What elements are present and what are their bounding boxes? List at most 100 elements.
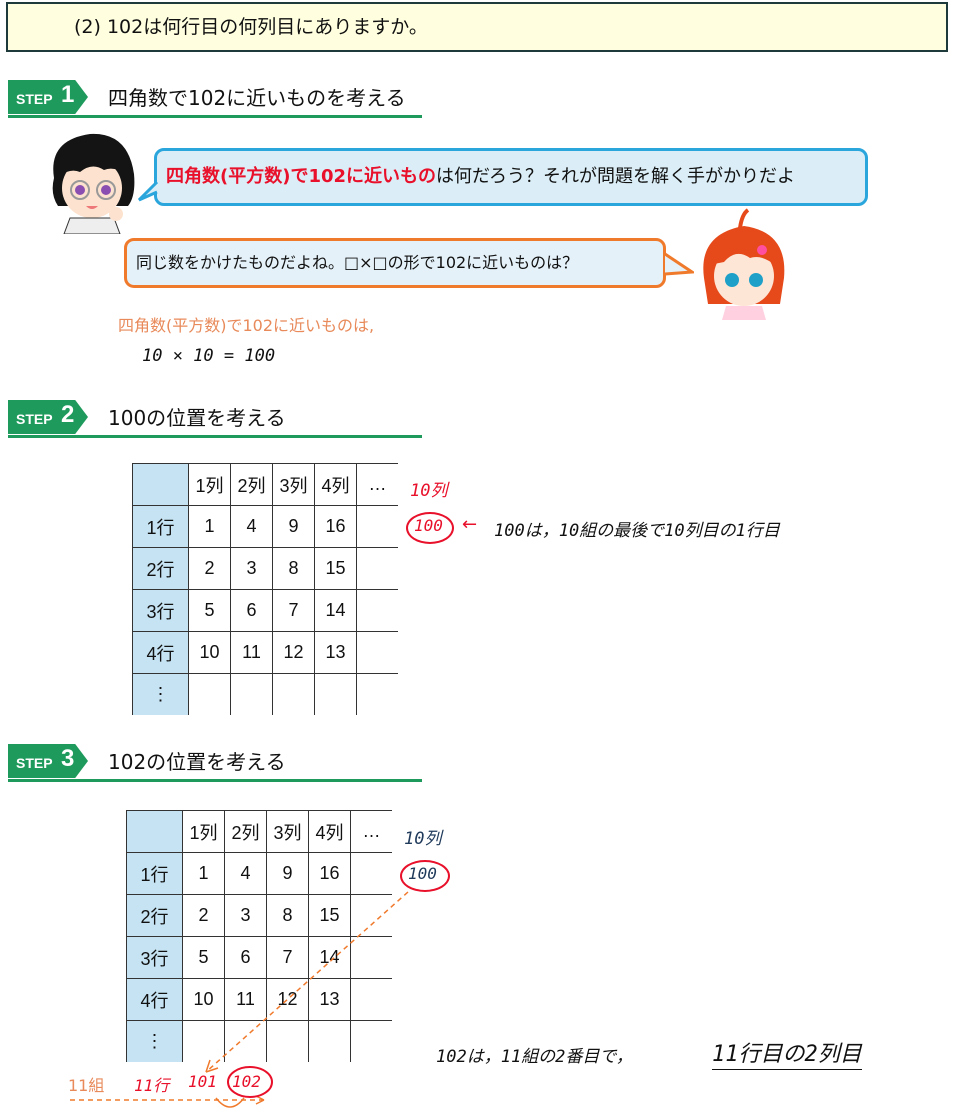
table-cell: 15 [308,894,351,937]
table-cell: 6 [224,936,267,979]
row-header: 2行 [126,894,183,937]
conclusion-text: 102は，11組の2番目で， [436,1047,633,1067]
col-header: … [350,810,392,853]
bubble2-text: 同じ数をかけたものだよね。□×□の形で102に近いものは？ [136,253,579,272]
value-101: 101 [188,1072,217,1091]
table-cell: 14 [314,589,357,632]
table-cell: 4 [230,505,273,548]
table-cell: 11 [224,978,267,1021]
table-cell [314,673,357,715]
girl-avatar-icon [703,208,785,320]
group-11-label: 11組 [68,1076,105,1095]
step-word: STEP [16,755,53,771]
table-cell: 13 [314,631,357,674]
table-corner [126,810,183,853]
circle-100-mark [406,512,454,544]
table-cell: 8 [266,894,309,937]
equation-10x10: 10 × 10 = 100 [142,346,276,366]
bubble1-highlight: 四角数(平方数)で102に近いもの [166,166,437,187]
number-table-step2: 1列 2列 3列 4列 … 1行 1 4 9 16 2行 2 3 8 15 3行… [132,463,398,715]
table-cell: 5 [182,936,225,979]
step-underline [8,435,422,438]
step3-title: 102の位置を考える [108,750,286,774]
table-cell [356,547,398,590]
number-table-step3: 1列 2列 3列 4列 … 1行 1 4 9 16 2行 2 3 8 15 3行… [126,810,392,1062]
row-header: 4行 [126,978,183,1021]
step1-tag: STEP 1 [8,80,88,114]
table-corner [132,463,189,506]
step2-note: 100は，10組の最後で10列目の1行目 [494,521,780,541]
step1-title: 四角数で102に近いものを考える [108,86,406,110]
table-cell: 13 [308,978,351,1021]
table-cell [356,673,398,715]
step3-col10-label: 10列 [404,829,442,849]
step-word: STEP [16,411,53,427]
table-cell: 9 [272,505,315,548]
note-squares: 四角数(平方数)で102に近いものは, [118,316,375,335]
table-cell: 15 [314,547,357,590]
step-underline [8,779,422,782]
step-number: 1 [61,81,75,108]
table-cell [182,1020,225,1062]
conclusion-answer: 11行目の2列目 [712,1036,862,1070]
col-header: 2列 [224,810,267,853]
speech-bubble-boy: 四角数(平方数)で102に近いものは何だろう？それが問題を解く手がかりだよ [154,148,868,206]
step2-col10-label: 10列 [410,481,448,501]
table-cell: 3 [224,894,267,937]
table-cell [350,978,392,1021]
step-number: 2 [61,401,75,428]
step2-value-100: 100 [414,516,443,535]
table-cell: 4 [224,852,267,895]
bubble2-tail-icon [664,252,694,276]
row-header: 3行 [132,589,189,632]
col-header: 1列 [182,810,225,853]
table-cell: 8 [272,547,315,590]
left-arrow-icon: ← [462,514,478,535]
table-cell [224,1020,267,1062]
table-cell [350,936,392,979]
step2-title: 100の位置を考える [108,406,286,430]
col-header: 4列 [308,810,351,853]
value-102: 102 [232,1072,261,1091]
table-cell [356,631,398,674]
step2-tag: STEP 2 [8,400,88,434]
row-header: ⋮ [132,673,189,715]
step-number: 3 [61,745,75,772]
step-word: STEP [16,91,53,107]
bubble1-text: は何だろう？それが問題を解く手がかりだよ [436,166,795,187]
table-cell: 1 [188,505,231,548]
speech-bubble-girl: 同じ数をかけたものだよね。□×□の形で102に近いものは？ [124,238,666,288]
col-header: 3列 [266,810,309,853]
row-header: 3行 [126,936,183,979]
row-11-label: 11行 [134,1076,170,1095]
table-cell: 14 [308,936,351,979]
table-cell: 1 [182,852,225,895]
table-cell: 11 [230,631,273,674]
table-cell [350,1020,392,1062]
table-cell: 3 [230,547,273,590]
step3-tag: STEP 3 [8,744,88,778]
row-header: 1行 [132,505,189,548]
col-header: 4列 [314,463,357,506]
table-cell [356,505,398,548]
table-cell: 10 [182,978,225,1021]
table-cell: 7 [266,936,309,979]
table-cell [308,1020,351,1062]
row-header: 1行 [126,852,183,895]
bubble1-tail-icon [138,180,158,202]
step-underline [8,115,422,118]
step3-value-100: 100 [408,864,437,883]
table-cell: 16 [314,505,357,548]
row-header: ⋮ [126,1020,183,1062]
col-header: … [356,463,398,506]
col-header: 1列 [188,463,231,506]
table-cell [356,589,398,632]
row-header: 4行 [132,631,189,674]
table-cell [350,894,392,937]
boy-avatar-icon [52,133,135,234]
question-text: (2) 102は何行目の何列目にありますか。 [74,16,428,38]
table-cell [266,1020,309,1062]
question-box: (2) 102は何行目の何列目にありますか。 [6,2,948,52]
circle-100-mark [400,860,450,892]
